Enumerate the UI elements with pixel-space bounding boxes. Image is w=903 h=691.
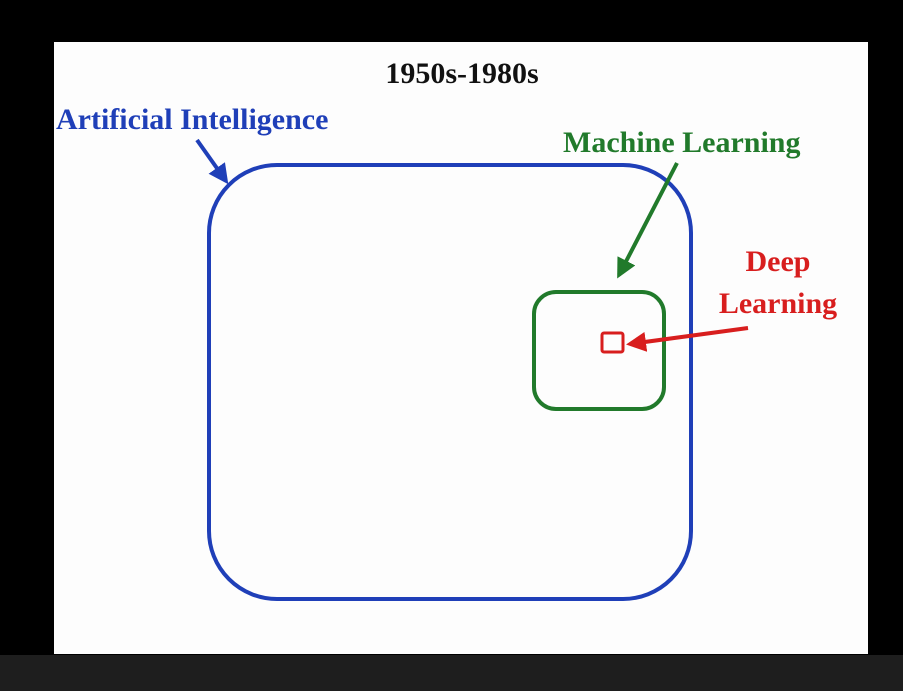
slide bbox=[54, 42, 868, 654]
ai-arrow bbox=[195, 138, 229, 185]
ml-box bbox=[532, 290, 666, 411]
slide-title: 1950s-1980s bbox=[385, 57, 538, 90]
ml-arrow bbox=[617, 162, 679, 279]
ai-box bbox=[207, 163, 693, 601]
dl-box bbox=[600, 331, 625, 354]
dl-arrow bbox=[626, 326, 749, 352]
ml-label: Machine Learning bbox=[563, 126, 801, 159]
dl-label-line1: Deep bbox=[746, 245, 811, 278]
dl-label-line2: Learning bbox=[719, 287, 837, 320]
ai-label: Artificial Intelligence bbox=[56, 103, 328, 136]
video-control-bar bbox=[0, 655, 903, 691]
